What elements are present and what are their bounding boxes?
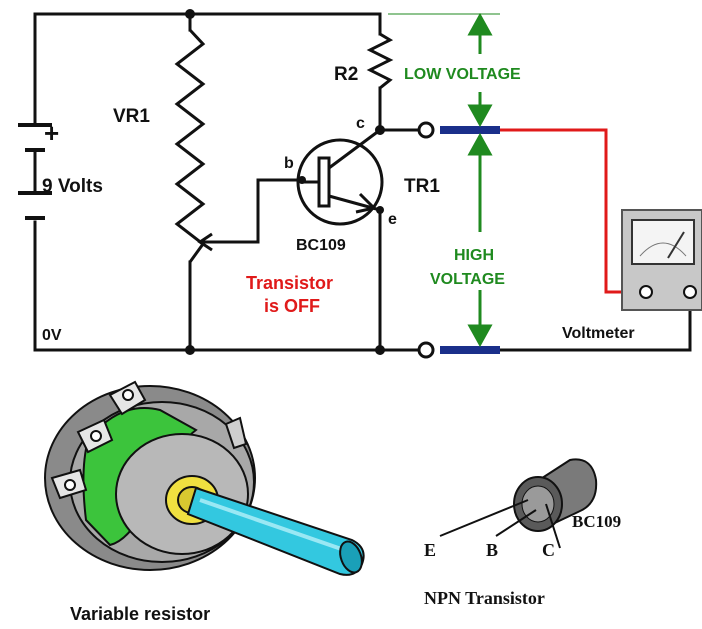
high-voltage-label-line2: VOLTAGE <box>430 271 505 288</box>
transistor-symbol <box>296 128 384 226</box>
r2-resistor-zigzag <box>366 32 394 90</box>
output-terminal-bottom <box>417 341 500 359</box>
variable-resistor-illustration <box>44 380 365 576</box>
red-probe-wire <box>500 128 640 294</box>
transistor-status-line2: is OFF <box>264 296 320 316</box>
pin-c-label: c <box>356 115 365 132</box>
npn-part-label: BC109 <box>572 512 621 531</box>
npn-transistor-caption: NPN Transistor <box>424 588 545 608</box>
npn-pin-b-label: B <box>486 540 498 560</box>
wires <box>33 12 692 352</box>
low-voltage-label: LOW VOLTAGE <box>404 66 521 83</box>
variable-resistor-caption: Variable resistor <box>70 604 210 624</box>
battery-voltage-label: 9 Volts <box>42 176 103 197</box>
voltmeter <box>621 209 702 311</box>
npn-transistor-illustration <box>439 458 598 549</box>
vr1-label: VR1 <box>113 106 150 127</box>
ground-label: 0V <box>42 327 62 344</box>
voltmeter-label: Voltmeter <box>562 325 635 342</box>
vr1-resistor-zigzag <box>174 28 206 263</box>
battery-plus-sign: + <box>44 118 59 148</box>
r2-label: R2 <box>334 64 358 85</box>
tr1-label: TR1 <box>404 176 440 197</box>
npn-pin-e-label: E <box>424 540 436 560</box>
vr1-wiper-arrow <box>197 232 222 252</box>
voltage-arrows <box>388 12 500 348</box>
tr1-part-label: BC109 <box>296 237 346 254</box>
pin-b-label: b <box>284 155 294 172</box>
high-voltage-label-line1: HIGH <box>454 247 494 264</box>
transistor-status-line1: Transistor <box>246 273 333 293</box>
output-terminal-top <box>417 121 500 139</box>
npn-pin-c-label: C <box>542 540 555 560</box>
pin-e-label: e <box>388 211 397 228</box>
